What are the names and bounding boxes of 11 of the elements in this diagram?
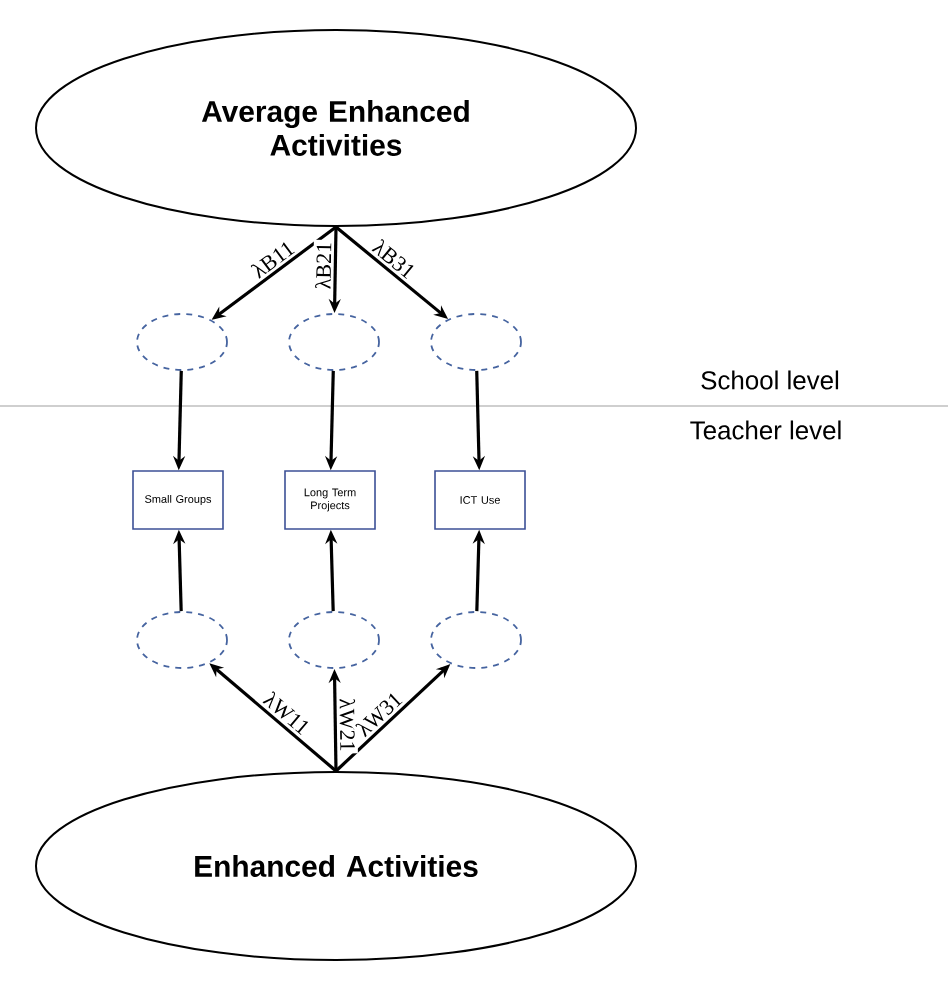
dashed-ellipse [430, 313, 522, 371]
edge-label: λB21 [313, 239, 334, 292]
dashed-ellipse [136, 611, 228, 669]
level-label: School level [701, 370, 839, 390]
dashed-ellipse [136, 313, 228, 371]
level-label: Teacher level [690, 420, 841, 440]
dashed-ellipse [430, 611, 522, 669]
dashed-ellipse [288, 313, 380, 371]
dashed-ellipse [288, 611, 380, 669]
edge-label: λW21 [337, 696, 358, 754]
edge-label: λB11 [246, 236, 299, 282]
